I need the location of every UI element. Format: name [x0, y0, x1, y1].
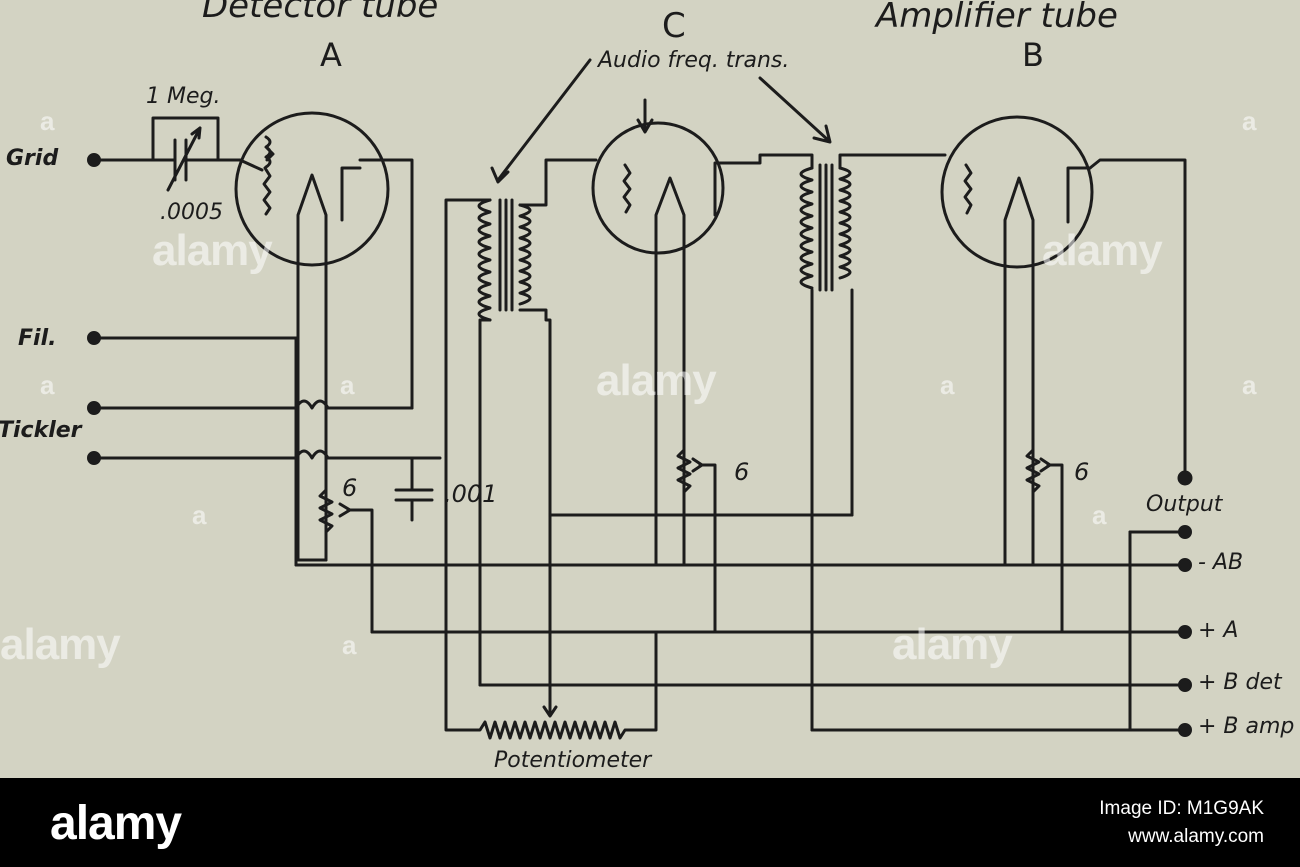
watermark-text: alamy — [596, 356, 717, 405]
tube-b-cathode-spike — [1003, 176, 1035, 567]
amplifier-tube-title: Amplifier tube — [876, 0, 1118, 36]
tube-c-plate — [713, 161, 732, 217]
tickler-terminal-1 — [87, 401, 101, 415]
potentiometer-label: Potentiometer — [494, 748, 652, 773]
bypass-capacitor-label: .001 — [444, 480, 498, 508]
grid-terminal — [87, 153, 101, 167]
plus-b-amp-terminal — [1178, 723, 1192, 737]
grid-leak-leads — [151, 116, 220, 162]
detector-tube-title: Detector tube — [202, 0, 439, 26]
detector-tube-letter: A — [320, 36, 342, 74]
grid-capacitor-label: .0005 — [160, 200, 223, 225]
filament-label: Fil. — [18, 326, 57, 351]
alamy-logo: alamy — [50, 797, 182, 850]
filament-terminal — [87, 331, 101, 345]
watermark-small: a — [40, 370, 55, 400]
tube-c-letter: C — [662, 6, 686, 46]
stock-footer: alamy Image ID: M1G9AK www.alamy.com — [0, 778, 1300, 867]
rheostat-detector-label: 6 — [342, 474, 358, 502]
watermark-small: a — [40, 106, 55, 136]
schematic-paper: Detector tube A C Amplifier tube B Audio… — [0, 0, 1300, 778]
rheostat-c — [676, 438, 717, 634]
plus-b-amp-label: + B amp — [1198, 714, 1295, 739]
plus-a-label: + A — [1198, 618, 1239, 643]
tube-b-grid — [963, 163, 973, 215]
rheostat-detector — [318, 468, 374, 634]
watermark-small: a — [1242, 370, 1257, 400]
tube-a-filament — [264, 135, 275, 169]
transformer-note: Audio freq. trans. — [598, 48, 790, 73]
output-terminal — [1177, 470, 1193, 486]
watermark-small: a — [192, 500, 207, 530]
minus-ab-terminal — [1178, 558, 1192, 572]
watermark-text: alamy — [0, 620, 121, 669]
tube-c — [591, 98, 732, 567]
watermark-small: a — [1242, 106, 1257, 136]
rheostat-c-label: 6 — [734, 458, 750, 486]
watermark-small: a — [340, 370, 355, 400]
tickler-terminal-2 — [87, 451, 101, 465]
output-label: Output — [1146, 492, 1223, 517]
grid-label: Grid — [6, 146, 59, 171]
amplifier-tube-letter: B — [1022, 36, 1044, 74]
output-jack — [1178, 525, 1192, 539]
detector-tube-a — [234, 111, 390, 562]
tube-c-grid — [622, 163, 632, 214]
tube-a-envelope — [234, 111, 390, 267]
amplifier-tube-b — [940, 115, 1094, 567]
watermark-text: alamy — [1042, 226, 1163, 275]
plus-b-det-label: + B det — [1198, 670, 1282, 695]
footer-url: www.alamy.com — [1128, 826, 1264, 847]
plus-b-det-terminal — [1178, 678, 1192, 692]
tickler-label: Tickler — [0, 418, 82, 443]
watermark-small: a — [940, 370, 955, 400]
tube-a-plate — [340, 166, 362, 222]
tube-a-grid — [262, 166, 272, 216]
watermark-text: alamy — [152, 226, 273, 275]
watermark-text: alamy — [892, 620, 1013, 669]
circuit-schematic — [87, 58, 1193, 740]
transformer-2 — [799, 163, 852, 292]
grid-resistor-label: 1 Meg. — [146, 84, 221, 109]
watermark-small: a — [1092, 500, 1107, 530]
tube-b-plate — [1066, 166, 1092, 224]
rheostat-amplifier — [1025, 438, 1064, 634]
tube-c-envelope — [591, 121, 725, 255]
potentiometer — [444, 456, 658, 740]
grid-input-network — [92, 116, 264, 192]
tube-c-arrow — [636, 98, 654, 134]
plus-a-terminal — [1178, 625, 1192, 639]
capacitor-001 — [394, 456, 434, 522]
transformer-1-pointer — [490, 58, 592, 184]
rheostat-amplifier-label: 6 — [1074, 458, 1090, 486]
minus-ab-label: - AB — [1198, 550, 1244, 575]
grid-variable-arrow — [166, 126, 202, 192]
tube-a-cathode-spike — [296, 173, 328, 562]
transformer-2-pointer — [758, 76, 832, 144]
watermark-small: a — [342, 630, 357, 660]
tube-c-cathode-spike — [654, 176, 686, 567]
transformer-1 — [477, 198, 532, 322]
image-id: Image ID: M1G9AK — [1099, 798, 1264, 819]
tube-b-envelope — [940, 115, 1094, 269]
